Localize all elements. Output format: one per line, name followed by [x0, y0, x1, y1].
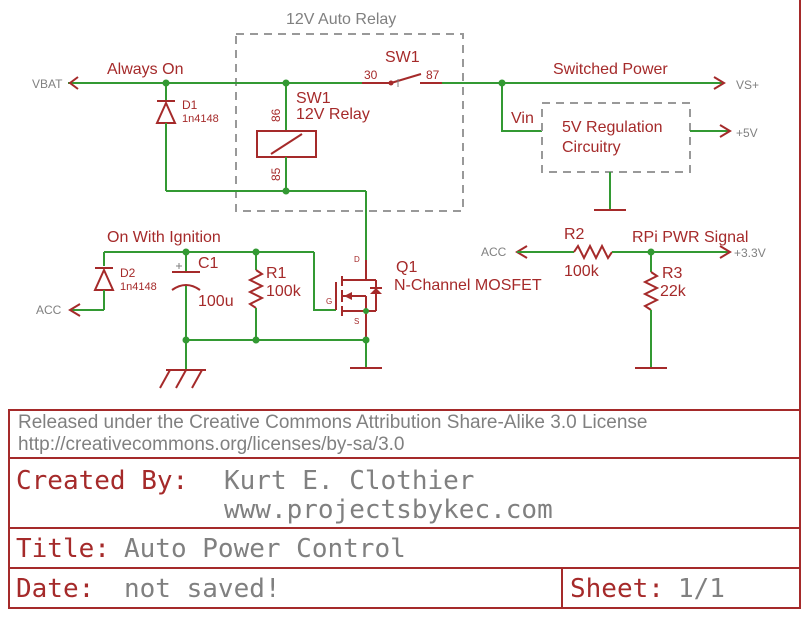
svg-text:Q1: Q1 [396, 259, 417, 276]
resistor-r1: R1 100k [247, 252, 302, 340]
svg-text:VBAT: VBAT [32, 77, 63, 91]
regulator-block-outline [541, 102, 691, 173]
title-block: Released under the Creative Commons Attr… [8, 409, 801, 609]
diode-d2: D2 1n4148 [93, 252, 157, 310]
svg-text:100u: 100u [198, 293, 234, 310]
svg-text:R1: R1 [266, 265, 287, 282]
regulator-ground-icon [594, 172, 626, 211]
title-label: Title: [16, 534, 110, 564]
wire-vin [501, 83, 542, 132]
svg-text:+5V: +5V [736, 126, 758, 140]
ground-icon [350, 340, 382, 369]
svg-text:VS+: VS+ [736, 78, 759, 92]
license-line-1: Released under the Creative Commons Attr… [18, 412, 647, 433]
created-by-label: Created By: [16, 466, 188, 496]
mosfet-q1: D G S Q1 N-Channel MOSFET [326, 255, 542, 340]
author-website: www.projectsbykec.com [224, 495, 553, 525]
plus5v-supply-symbol: +5V [719, 124, 758, 140]
sw1-relay-coil: SW1 12V Relay 86 85 [256, 83, 370, 191]
vbat-supply-symbol: VBAT [32, 76, 96, 91]
svg-text:SW1: SW1 [296, 90, 331, 107]
svg-text:SW1: SW1 [385, 49, 420, 66]
svg-text:S: S [354, 317, 359, 326]
svg-text:R2: R2 [564, 226, 585, 243]
svg-text:R3: R3 [662, 265, 683, 282]
svg-text:ACC: ACC [481, 245, 507, 259]
net-label-on-with-ignition: On With Ignition [107, 229, 221, 246]
svg-text:100k: 100k [564, 263, 600, 280]
drawing-title: Auto Power Control [124, 534, 406, 564]
license-line-2: http://creativecommons.org/licenses/by-s… [18, 434, 405, 455]
svg-text:D: D [354, 255, 360, 264]
date-value: not saved! [124, 574, 281, 604]
resistor-r2: R2 100k [564, 226, 613, 280]
svg-text:1n4148: 1n4148 [182, 113, 219, 125]
svg-text:D2: D2 [120, 266, 136, 280]
svg-text:1n4148: 1n4148 [120, 281, 157, 293]
svg-text:86: 86 [269, 108, 283, 122]
plus3v3-supply-symbol: +3.3V [719, 245, 766, 260]
svg-text:N-Channel MOSFET: N-Channel MOSFET [394, 277, 542, 294]
capacitor-c1: C1 100u [171, 252, 234, 340]
relay-frame-outline [235, 33, 464, 212]
regulator-label-line2: Circuitry [562, 139, 621, 156]
sheet-label: Sheet: [570, 574, 664, 604]
author-name: Kurt E. Clothier [224, 466, 474, 496]
acc-left-supply-symbol: ACC [36, 303, 81, 317]
svg-text:30: 30 [364, 68, 378, 82]
svg-text:+3.3V: +3.3V [734, 246, 766, 260]
svg-text:D1: D1 [182, 98, 198, 112]
svg-text:85: 85 [269, 167, 283, 181]
sw1-switch: SW1 30 87 [362, 49, 442, 87]
wire-gate [313, 252, 336, 311]
chassis-ground-icon [159, 340, 206, 389]
svg-text:100k: 100k [266, 283, 302, 300]
svg-text:12V Relay: 12V Relay [296, 106, 370, 123]
svg-text:C1: C1 [198, 255, 219, 272]
net-label-switched-power: Switched Power [553, 61, 668, 78]
diode-d1: D1 1n4148 [155, 83, 219, 191]
net-label-rpi-pwr-signal: RPi PWR Signal [632, 229, 748, 246]
relay-frame-title: 12V Auto Relay [286, 11, 396, 28]
svg-text:22k: 22k [660, 283, 687, 300]
date-label: Date: [16, 574, 94, 604]
junction-dot [252, 336, 260, 344]
svg-text:G: G [326, 297, 332, 306]
vs-plus-supply-symbol: VS+ [713, 76, 759, 92]
sheet-value: 1/1 [678, 574, 725, 604]
svg-text:87: 87 [426, 68, 440, 82]
regulator-label-line1: 5V Regulation [562, 119, 663, 136]
net-label-vin: Vin [511, 110, 534, 127]
svg-text:ACC: ACC [36, 303, 62, 317]
resistor-r3: R3 22k [642, 252, 687, 368]
net-label-always-on: Always On [107, 61, 183, 78]
